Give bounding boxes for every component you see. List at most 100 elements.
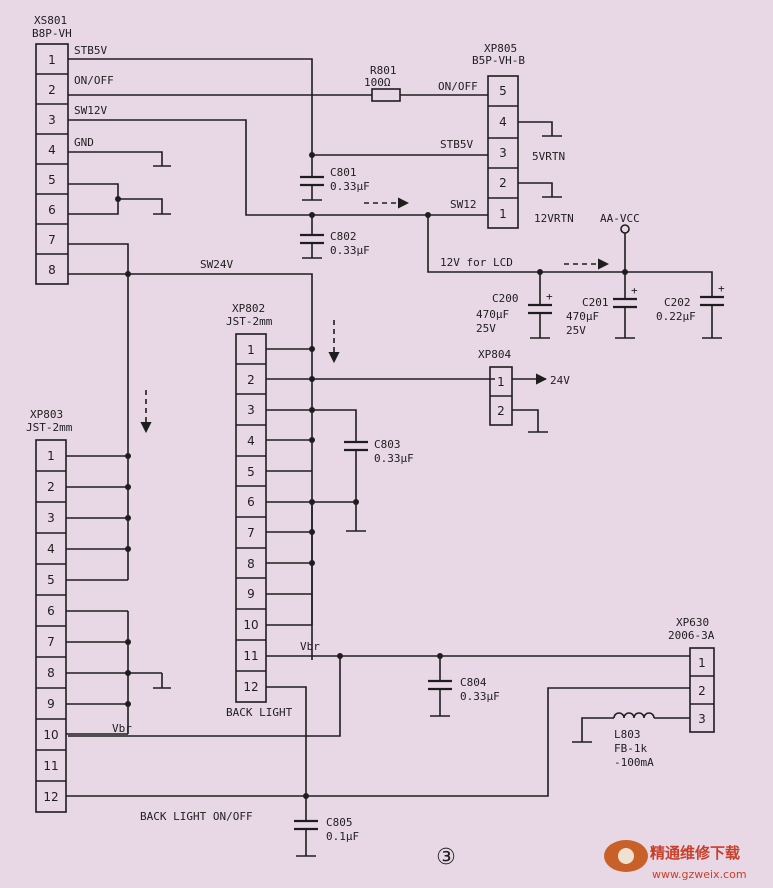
net-onoff-right: ON/OFF <box>438 80 478 93</box>
xp805-pin: 4 <box>499 115 507 129</box>
net-sw12: SW12 <box>450 198 477 211</box>
l803-type: FB-1k <box>614 742 647 755</box>
c803-ref: C803 <box>374 438 401 451</box>
c201-ref: C201 <box>582 296 609 309</box>
xp802-pin: 7 <box>247 526 255 540</box>
polarity-mark: + <box>631 284 638 297</box>
net-backlight: BACK LIGHT <box>226 706 293 719</box>
xp803-pin: 9 <box>47 697 55 711</box>
xp802-pin: 6 <box>247 495 255 509</box>
l803-ref: L803 <box>614 728 641 741</box>
net-24v: 24V <box>550 374 570 387</box>
watermark-url: www.gzweix.com <box>652 868 747 881</box>
net-aa-vcc: AA-VCC <box>600 212 640 225</box>
xp804-pin: 2 <box>497 404 505 418</box>
connector-xs801: XS801 B8P-VH 1 2 3 4 5 6 7 8 <box>32 14 72 285</box>
xp803-pin: 4 <box>47 542 55 556</box>
xp802-pin: 11 <box>243 649 258 663</box>
figure-number: ③ <box>436 845 456 870</box>
watermark-logo: 精通维修下载 www.gzweix.com <box>604 840 747 881</box>
xp803-pin: 5 <box>47 573 55 587</box>
xp630-pin: 2 <box>698 684 706 698</box>
xs801-pin: 4 <box>48 143 56 157</box>
c201-voltage: 25V <box>566 324 586 337</box>
c804-ref: C804 <box>460 676 487 689</box>
connector-xp630: XP630 2006-3A 1 2 3 <box>668 616 715 733</box>
xp803-pin: 1 <box>47 449 55 463</box>
xp803-pin: 2 <box>47 480 55 494</box>
xp803-pin: 11 <box>43 759 58 773</box>
xp803-pin: 7 <box>47 635 55 649</box>
watermark-name: 精通维修下载 <box>650 844 740 862</box>
xp804-ref: XP804 <box>478 348 511 361</box>
connector-xp803: XP803 JST-2mm 1 2 3 4 5 6 7 8 9 10 11 12 <box>26 408 73 813</box>
xs801-pin: 2 <box>48 83 56 97</box>
net-stb5v: STB5V <box>74 44 107 57</box>
xp802-pin: 4 <box>247 434 255 448</box>
r801-ref: R801 <box>370 64 397 77</box>
xp805-type: B5P-VH-B <box>472 54 525 67</box>
xs801-pin: 8 <box>48 263 56 277</box>
connector-xp805: XP805 B5P-VH-B 5 4 3 2 1 <box>472 42 525 229</box>
xs801-ref: XS801 <box>34 14 67 27</box>
c200-value: 470μF <box>476 308 509 321</box>
net-sw12v: SW12V <box>74 104 107 117</box>
xp804-pin: 1 <box>497 375 505 389</box>
c200-ref: C200 <box>492 292 519 305</box>
r801-resistor <box>371 88 401 102</box>
c202-value: 0.22μF <box>656 310 696 323</box>
xp630-pin: 1 <box>698 656 706 670</box>
c804-value: 0.33μF <box>460 690 500 703</box>
net-5vrtn: 5VRTN <box>532 150 565 163</box>
net-onoff: ON/OFF <box>74 74 114 87</box>
l803-inductor <box>613 712 655 719</box>
connector-xp802: XP802 JST-2mm 1 2 3 4 5 6 7 8 9 10 11 12 <box>226 302 273 703</box>
connector-xp804: XP804 1 2 <box>478 348 513 426</box>
xp802-pin: 9 <box>247 587 255 601</box>
xp805-pin: 2 <box>499 176 507 190</box>
l803-rating: -100mA <box>614 756 654 769</box>
xp803-pin: 12 <box>43 790 58 804</box>
xp802-ref: XP802 <box>232 302 265 315</box>
c805-ref: C805 <box>326 816 353 829</box>
xp630-pin: 3 <box>698 712 706 726</box>
c200-voltage: 25V <box>476 322 496 335</box>
xp803-ref: XP803 <box>30 408 63 421</box>
xp803-type: JST-2mm <box>26 421 73 434</box>
xp805-ref: XP805 <box>484 42 517 55</box>
xp802-pin: 8 <box>247 557 255 571</box>
xp803-pin: 10 <box>43 728 58 742</box>
xp802-pin: 12 <box>243 680 258 694</box>
net-gnd: GND <box>74 136 94 149</box>
c803-value: 0.33μF <box>374 452 414 465</box>
xp805-pin: 3 <box>499 146 507 160</box>
xs801-pin: 6 <box>48 203 56 217</box>
xp805-pin: 5 <box>499 84 507 98</box>
xp805-pin: 1 <box>499 207 507 221</box>
aa-vcc-terminal <box>620 224 630 234</box>
xp802-pin: 5 <box>247 465 255 479</box>
xs801-pin: 5 <box>48 173 56 187</box>
xs801-pin: 1 <box>48 53 56 67</box>
c802-value: 0.33μF <box>330 244 370 257</box>
xp802-type: JST-2mm <box>226 315 273 328</box>
xp630-ref: XP630 <box>676 616 709 629</box>
xs801-pin: 3 <box>48 113 56 127</box>
c805-value: 0.1μF <box>326 830 359 843</box>
net-sw24v: SW24V <box>200 258 233 271</box>
net-vbr-top: Vbr <box>300 640 320 653</box>
polarity-mark: + <box>546 290 553 303</box>
c801-ref: C801 <box>330 166 357 179</box>
c802-ref: C802 <box>330 230 357 243</box>
net-vbr-bottom: Vbr <box>112 722 132 735</box>
xp802-pin: 3 <box>247 403 255 417</box>
c202-ref: C202 <box>664 296 691 309</box>
r801-value: 100Ω <box>364 76 391 89</box>
polarity-mark: + <box>718 282 725 295</box>
net-backlight-onoff: BACK LIGHT ON/OFF <box>140 810 253 823</box>
net-12vrtn: 12VRTN <box>534 212 574 225</box>
net-12v-lcd: 12V for LCD <box>440 256 513 269</box>
net-stb5v-right: STB5V <box>440 138 473 151</box>
xp802-pin: 10 <box>243 618 258 632</box>
